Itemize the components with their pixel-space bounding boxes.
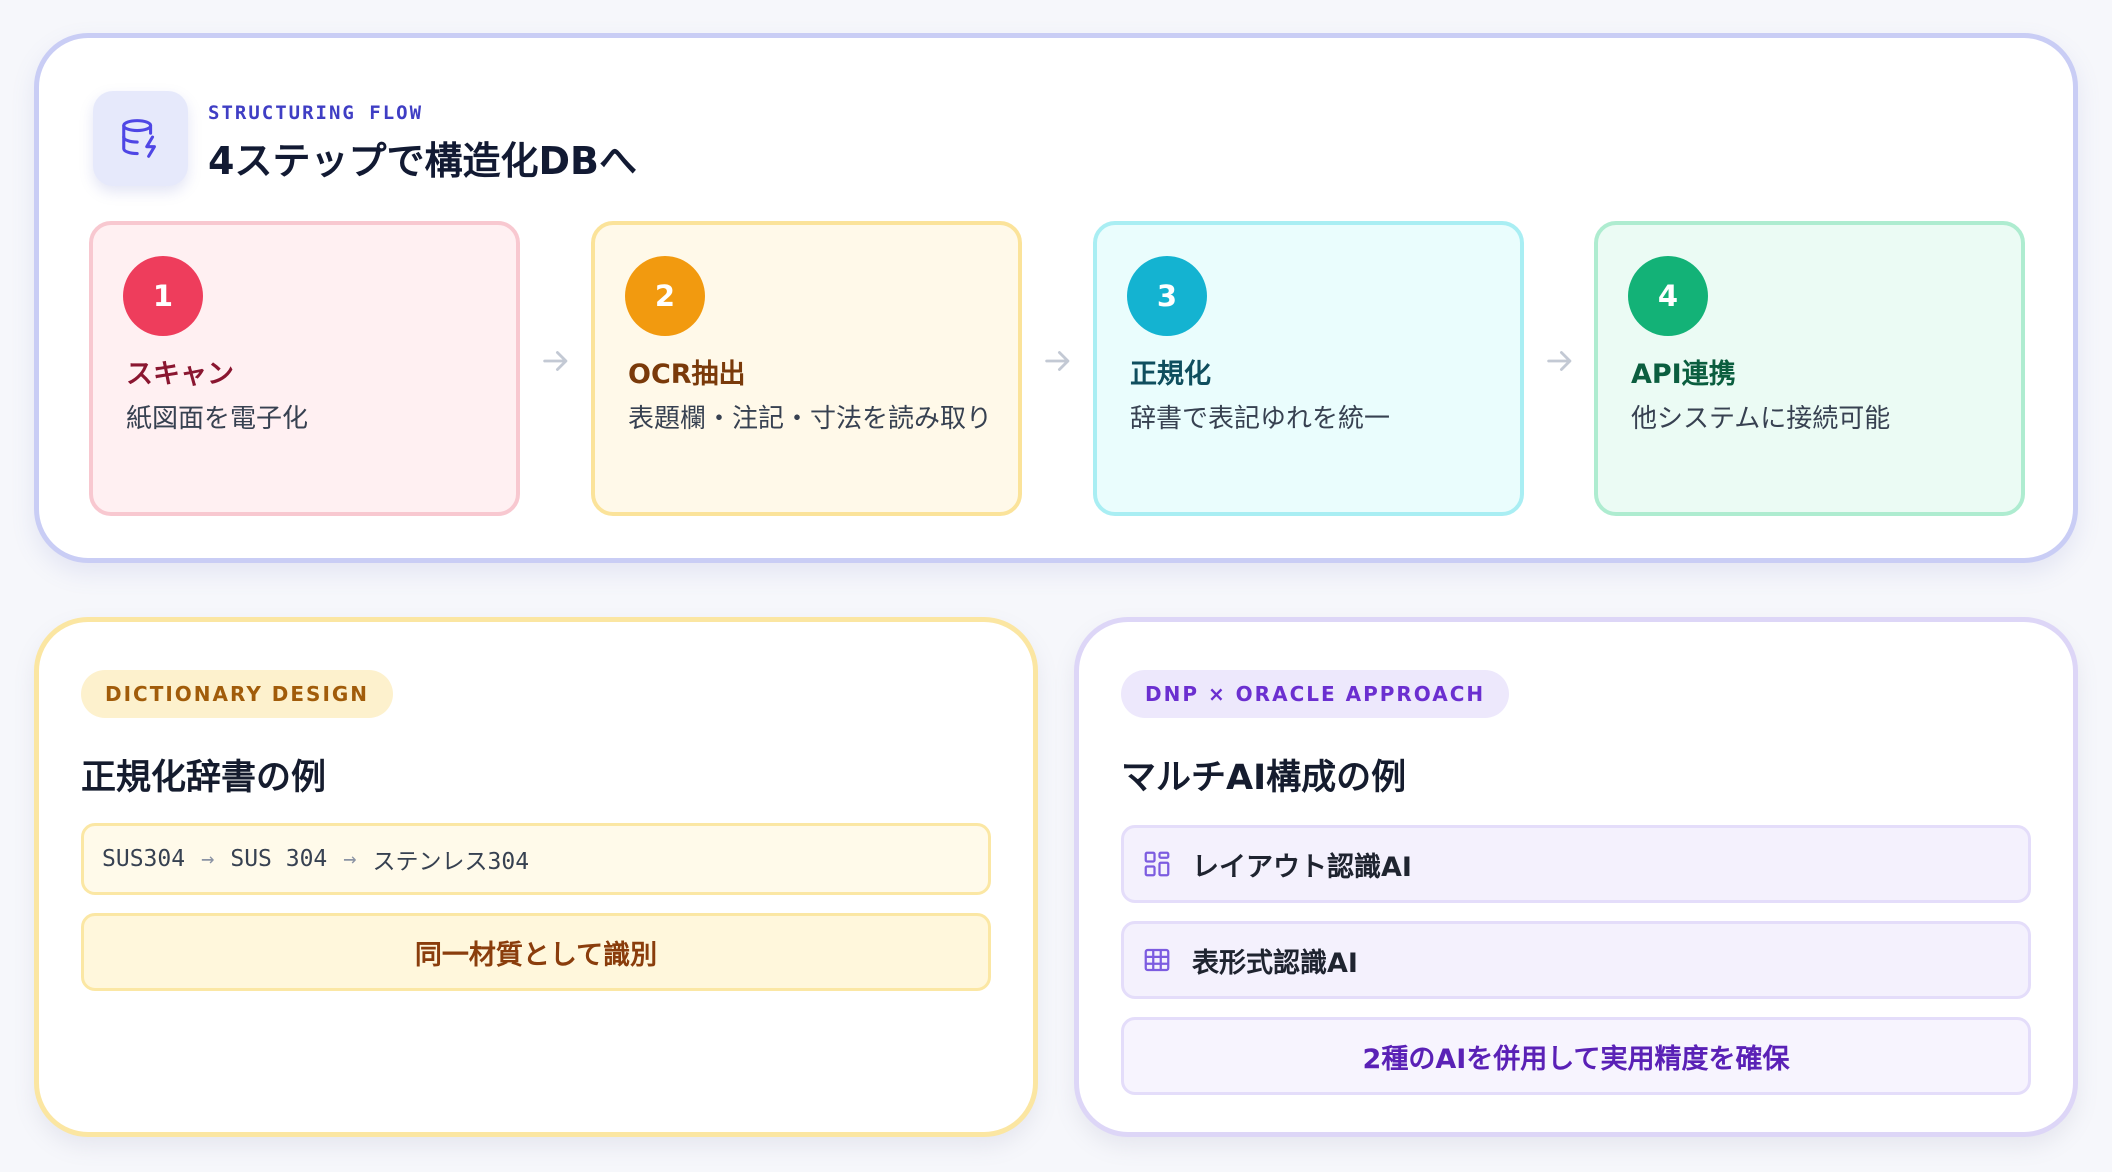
step-number-badge: 1 [123, 256, 203, 336]
dictionary-term: SUS304 [102, 846, 186, 872]
flow-eyebrow: STRUCTURING FLOW [208, 102, 424, 124]
table-icon [1142, 945, 1172, 975]
step-number-badge: 2 [625, 256, 705, 336]
arrow-right-icon [1547, 351, 1572, 371]
step-number-badge: 3 [1127, 256, 1207, 336]
step-number-badge: 4 [1628, 256, 1708, 336]
dictionary-result: 同一材質として識別 [81, 913, 991, 991]
step-title: 正規化 [1130, 359, 1211, 390]
step-title: OCR抽出 [628, 359, 746, 390]
arrow-right-icon [543, 351, 568, 371]
step-card-ocr: 2 OCR抽出 表題欄・注記・寸法を読み取り [591, 221, 1022, 516]
step-description: 他システムに接続可能 [1631, 404, 1891, 434]
multi-ai-title: マルチAI構成の例 [1121, 758, 1407, 798]
step-card-api: 4 API連携 他システムに接続可能 [1594, 221, 2025, 516]
arrow-right-icon [1045, 351, 1070, 371]
arrow-right-icon: → [343, 846, 357, 872]
dictionary-term: SUS 304 [230, 846, 328, 872]
step-title: API連携 [1631, 359, 1736, 390]
dictionary-title: 正規化辞書の例 [81, 758, 327, 798]
multi-ai-card: DNP × ORACLE APPROACH マルチAI構成の例 レイアウト認識A… [1074, 617, 2078, 1137]
layout-grid-icon [1142, 849, 1172, 879]
ai-item-table: 表形式認識AI [1121, 921, 2031, 999]
dictionary-tag: DICTIONARY DESIGN [81, 670, 394, 718]
ai-item-label: 表形式認識AI [1192, 947, 1358, 979]
dictionary-terms-row: SUS304 → SUS 304 → ステンレス304 [81, 823, 991, 895]
step-card-normalize: 3 正規化 辞書で表記ゆれを統一 [1093, 221, 1524, 516]
step-description: 辞書で表記ゆれを統一 [1130, 404, 1391, 434]
ai-item-label: レイアウト認識AI [1192, 851, 1412, 883]
flow-title: 4ステップで構造化DBへ [208, 139, 637, 183]
step-title: スキャン [126, 359, 234, 390]
structuring-flow-panel: STRUCTURING FLOW 4ステップで構造化DBへ 1 スキャン 紙図面… [34, 33, 2078, 563]
dictionary-design-card: DICTIONARY DESIGN 正規化辞書の例 SUS304 → SUS 3… [34, 617, 1038, 1137]
arrow-right-icon: → [201, 846, 215, 872]
step-description: 紙図面を電子化 [126, 404, 309, 434]
multi-ai-tag: DNP × ORACLE APPROACH [1121, 670, 1510, 718]
database-bolt-icon [93, 91, 188, 186]
dictionary-term: ステンレス304 [372, 849, 530, 875]
step-card-scan: 1 スキャン 紙図面を電子化 [89, 221, 520, 516]
ai-item-layout: レイアウト認識AI [1121, 825, 2031, 903]
multi-ai-result: 2種のAIを併用して実用精度を確保 [1121, 1017, 2031, 1095]
step-description: 表題欄・注記・寸法を読み取り [628, 404, 993, 434]
